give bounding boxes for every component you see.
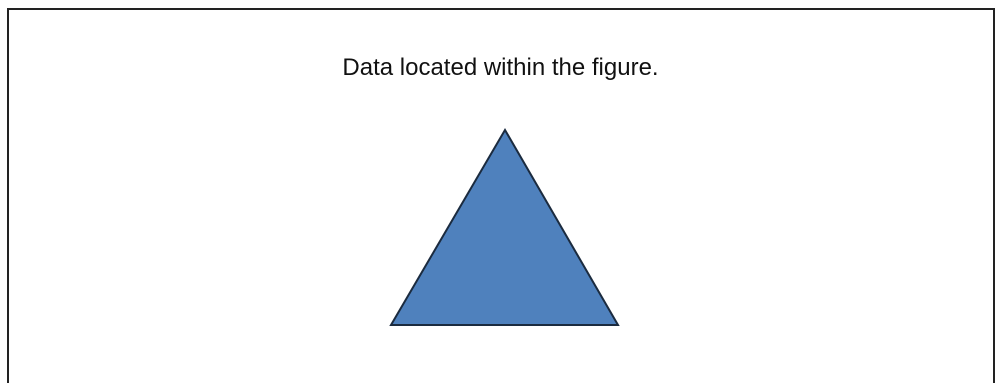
- figure-caption: Data located within the figure.: [342, 54, 659, 81]
- triangle-shape: [389, 128, 620, 326]
